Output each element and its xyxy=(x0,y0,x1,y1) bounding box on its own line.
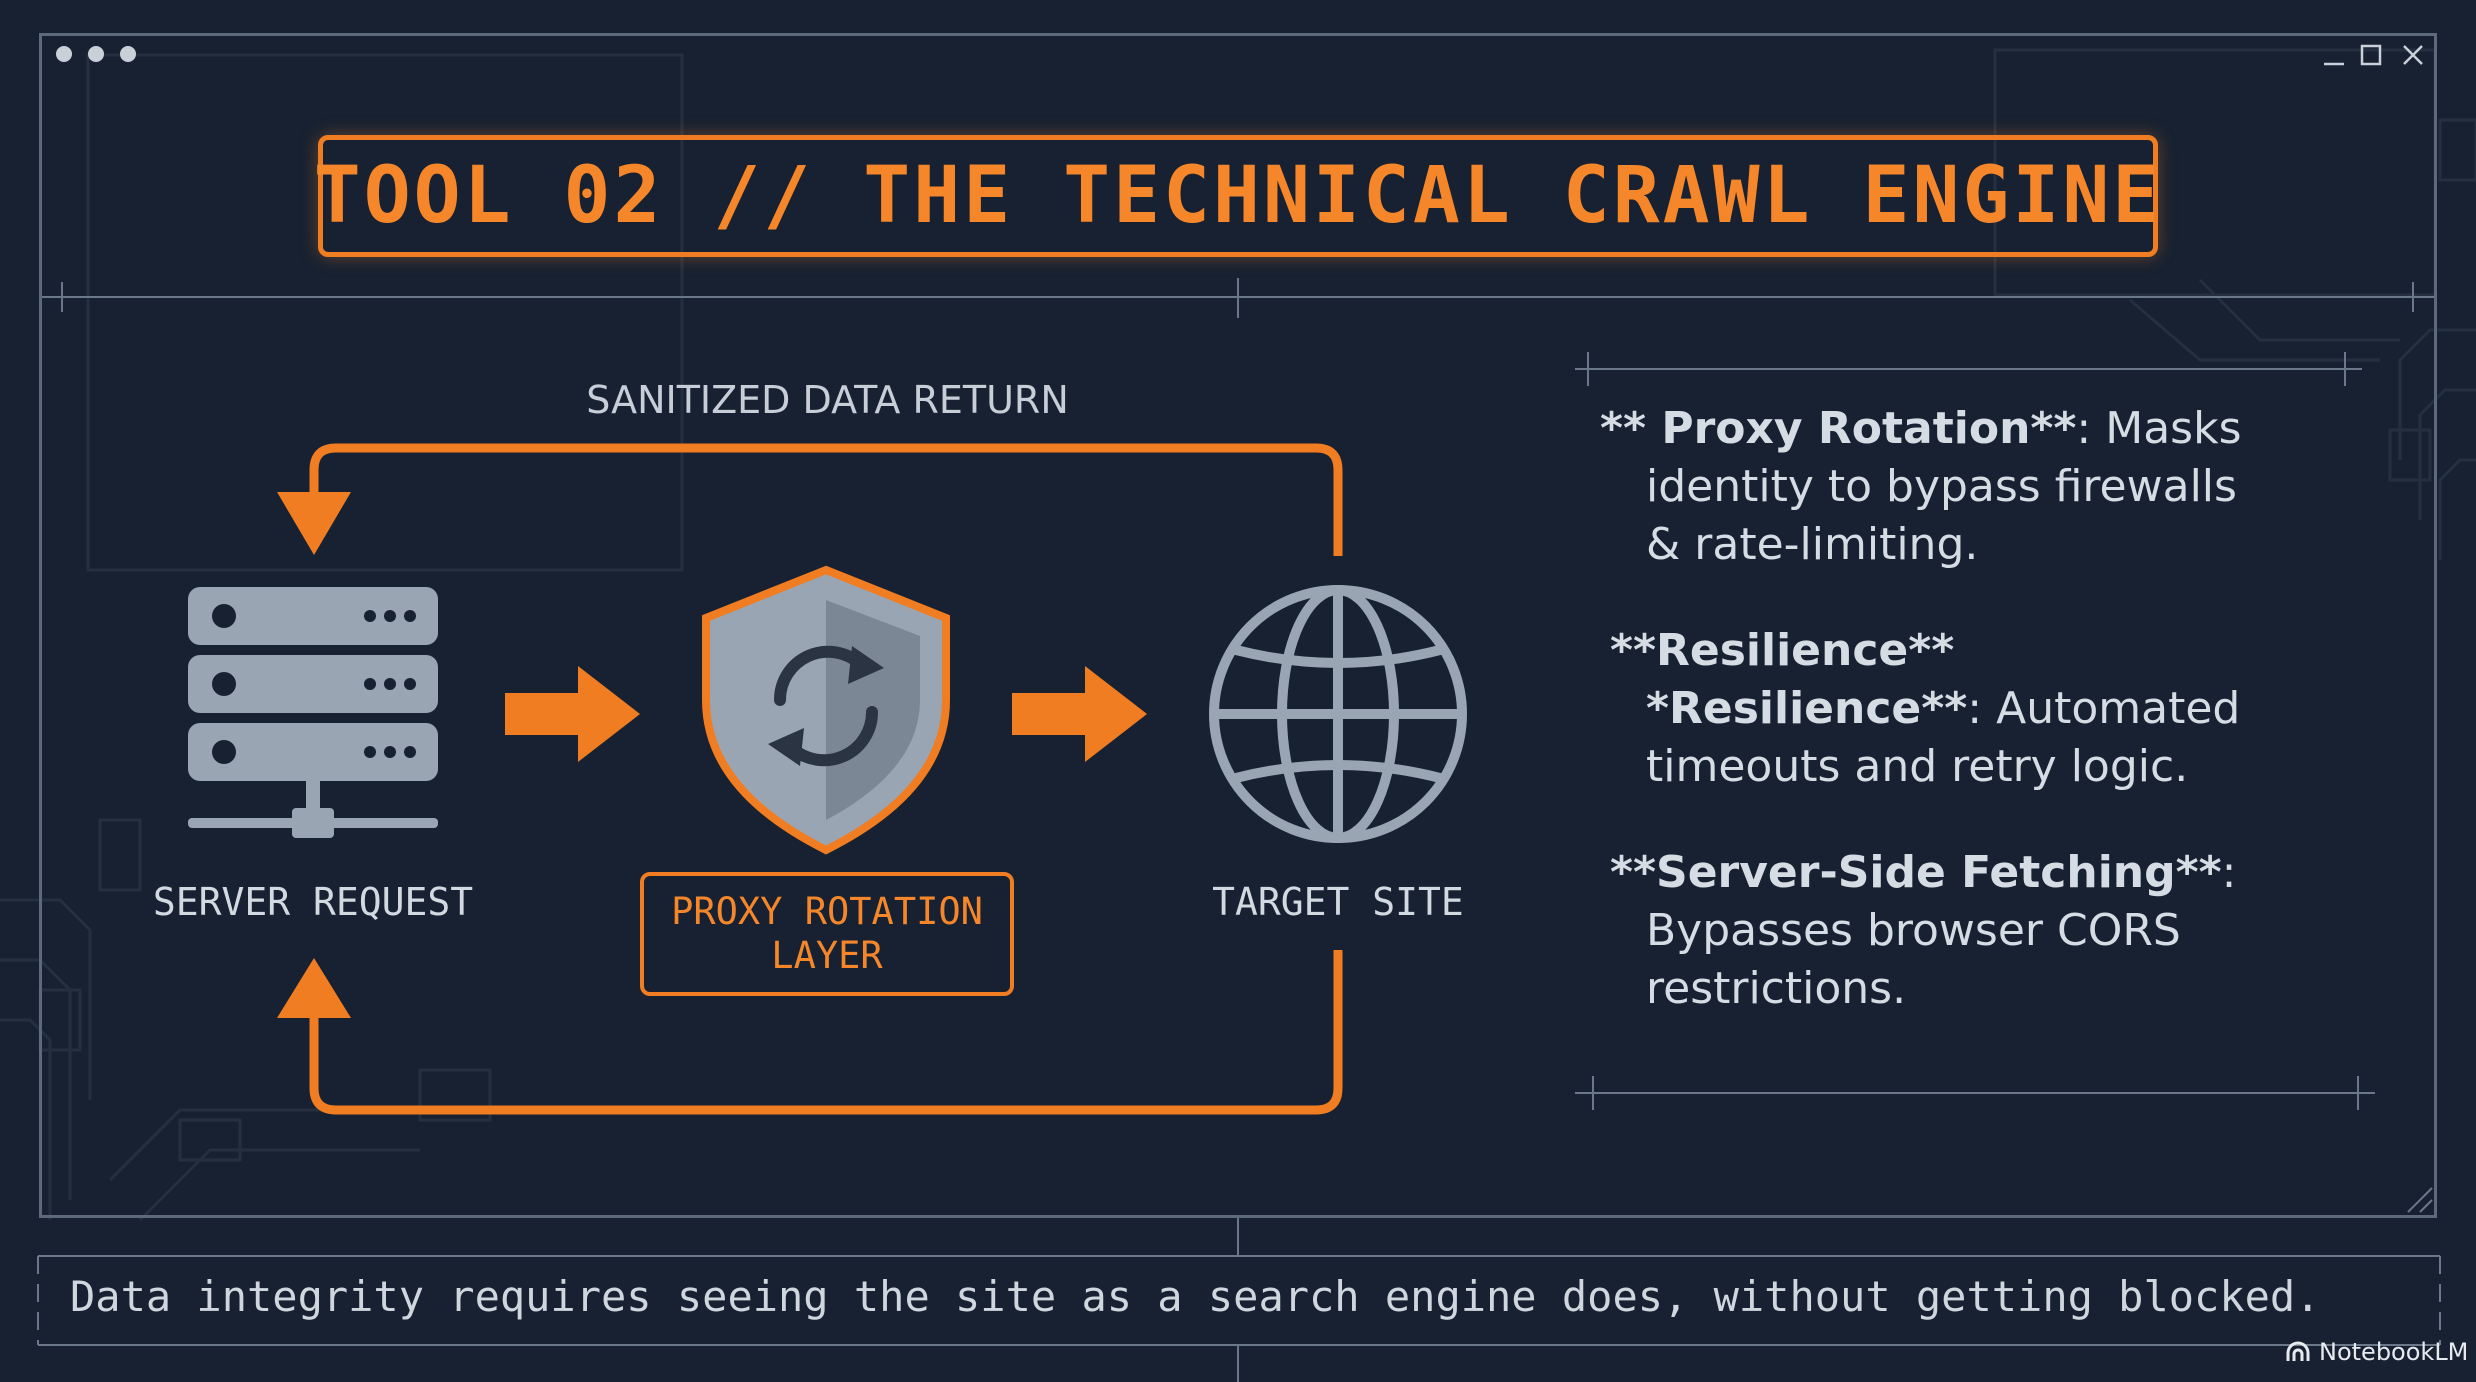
feature-bold: *Resilience** xyxy=(1646,683,1968,734)
return-loop-bottom xyxy=(309,950,1343,1115)
feature-text: Bypasses browser CORS xyxy=(1646,905,2181,956)
window-controls xyxy=(2324,44,2423,66)
maximize-icon[interactable] xyxy=(2360,44,2382,66)
window-frame xyxy=(39,33,2437,1218)
feature-line: & rate-limiting. xyxy=(1600,516,2360,574)
feature-bold: **Server-Side Fetching** xyxy=(1610,847,2222,898)
loop-label: SANITIZED DATA RETURN xyxy=(586,378,1069,422)
proxy-label-line1: PROXY ROTATION xyxy=(671,890,983,933)
notebooklm-logo-icon xyxy=(2286,1341,2310,1361)
close-icon[interactable] xyxy=(2403,45,2423,65)
feature-line: identity to bypass firewalls xyxy=(1600,458,2360,516)
brand-badge: NotebookLM xyxy=(2285,1338,2468,1366)
title-box: TOOL 02 // THE TECHNICAL CRAWL ENGINE xyxy=(314,135,2159,257)
feature-text: : xyxy=(2221,847,2237,898)
feature-text: restrictions. xyxy=(1646,963,1907,1014)
feature-line: Bypasses browser CORS xyxy=(1600,902,2360,960)
proxy-label-line2: LAYER xyxy=(771,934,883,977)
shield-refresh-icon xyxy=(702,565,950,855)
feature-text: : Masks xyxy=(2076,403,2242,454)
window-dot-3[interactable] xyxy=(120,46,136,62)
proxy-label-box: PROXY ROTATION LAYER xyxy=(640,872,1014,996)
feature-text: & rate-limiting. xyxy=(1646,519,1979,570)
brand-name: NotebookLM xyxy=(2319,1338,2469,1366)
arrow-right-icon xyxy=(1012,666,1147,762)
feature-text: timeouts and retry logic. xyxy=(1646,741,2189,792)
footer-caption: Data integrity requires seeing the site … xyxy=(70,1272,2321,1321)
return-arrowhead-down xyxy=(277,492,351,555)
feature-bold: ** Proxy Rotation** xyxy=(1600,403,2077,454)
return-loop-top xyxy=(309,443,1343,556)
feature-server-side-fetching: **Server-Side Fetching**: Bypasses brows… xyxy=(1600,844,2360,1018)
globe-icon xyxy=(1209,585,1467,843)
feature-text: identity to bypass firewalls xyxy=(1646,461,2237,512)
window-dots xyxy=(56,46,136,62)
feature-list: ** Proxy Rotation**: Masks identity to b… xyxy=(1600,400,2360,1066)
target-label: TARGET SITE xyxy=(1212,880,1464,924)
feature-proxy-rotation: ** Proxy Rotation**: Masks identity to b… xyxy=(1600,400,2360,574)
feature-line: ** Proxy Rotation**: Masks xyxy=(1600,400,2360,458)
feature-line: **Resilience** xyxy=(1600,622,2360,680)
arrow-right-icon xyxy=(505,666,640,762)
feature-line: restrictions. xyxy=(1600,960,2360,1018)
server-icon xyxy=(188,587,438,838)
window-dot-1[interactable] xyxy=(56,46,72,62)
feature-line: timeouts and retry logic. xyxy=(1600,738,2360,796)
feature-text: : Automated xyxy=(1967,683,2241,734)
server-label: SERVER REQUEST xyxy=(152,880,474,924)
request-arrowhead-up xyxy=(277,958,351,1018)
window-dot-2[interactable] xyxy=(88,46,104,62)
feature-bold: **Resilience** xyxy=(1610,625,1955,676)
feature-resilience: **Resilience** *Resilience**: Automated … xyxy=(1600,622,2360,796)
page-title: TOOL 02 // THE TECHNICAL CRAWL ENGINE xyxy=(313,151,2163,241)
feature-line: **Server-Side Fetching**: xyxy=(1600,844,2360,902)
feature-line: *Resilience**: Automated xyxy=(1600,680,2360,738)
